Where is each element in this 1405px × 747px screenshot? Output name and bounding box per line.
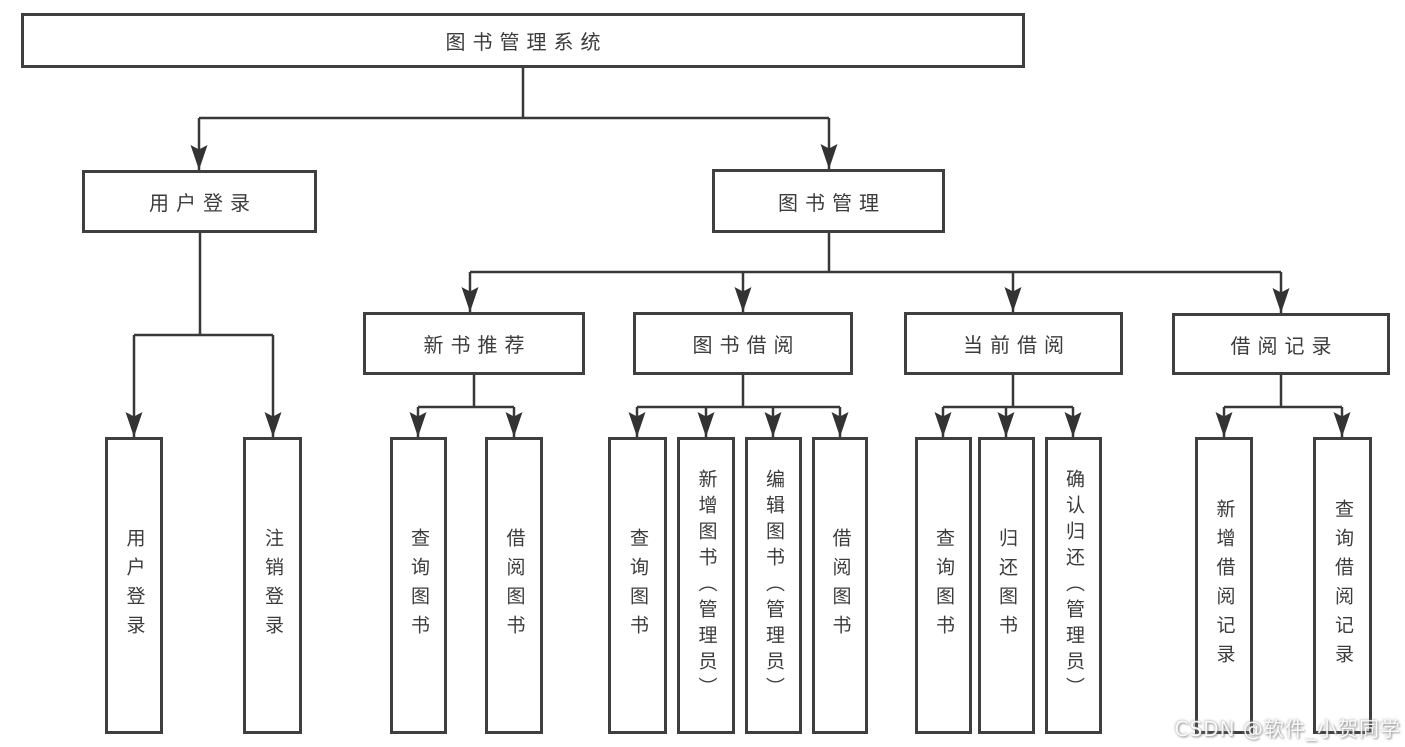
connector-new-book-recommend-trunk bbox=[418, 375, 514, 409]
node-borrowing-records: 借阅记录 bbox=[1172, 313, 1390, 375]
connector-borrowing-records-trunk bbox=[1224, 375, 1342, 409]
leaf-query-books-borrowing: 查询图书 bbox=[608, 437, 667, 734]
leaf-borrow-books-recommend: 借阅图书 bbox=[485, 437, 543, 734]
node-user-login-branch: 用户登录 bbox=[82, 170, 317, 233]
node-root-library-system: 图书管理系统 bbox=[21, 13, 1025, 68]
node-book-borrowing: 图书借阅 bbox=[633, 312, 853, 375]
leaf-edit-book-admin: 编辑图书（管理员） bbox=[745, 437, 802, 734]
leaf-query-books-current: 查询图书 bbox=[915, 437, 972, 734]
leaf-return-books: 归还图书 bbox=[978, 437, 1035, 734]
leaf-user-login: 用户登录 bbox=[105, 437, 163, 734]
node-current-borrowing: 当前借阅 bbox=[904, 312, 1123, 375]
leaf-add-borrow-record: 新增借阅记录 bbox=[1195, 437, 1253, 734]
connector-book-management-trunk bbox=[470, 233, 1281, 274]
leaf-logout: 注销登录 bbox=[243, 437, 302, 734]
node-new-book-recommend: 新书推荐 bbox=[363, 312, 585, 375]
leaf-confirm-return-admin: 确认归还（管理员） bbox=[1045, 437, 1102, 734]
connector-root-trunk bbox=[199, 68, 829, 120]
connector-user-login-trunk bbox=[134, 233, 273, 337]
leaf-query-borrow-record: 查询借阅记录 bbox=[1313, 437, 1372, 734]
leaf-query-books-recommend: 查询图书 bbox=[390, 437, 447, 734]
leaf-add-book-admin: 新增图书（管理员） bbox=[677, 437, 735, 734]
connector-book-borrowing-trunk bbox=[637, 375, 840, 409]
connector-current-borrowing-trunk bbox=[943, 375, 1073, 409]
leaf-borrow-books-borrowing: 借阅图书 bbox=[812, 437, 868, 734]
node-book-management-branch: 图书管理 bbox=[712, 169, 945, 233]
